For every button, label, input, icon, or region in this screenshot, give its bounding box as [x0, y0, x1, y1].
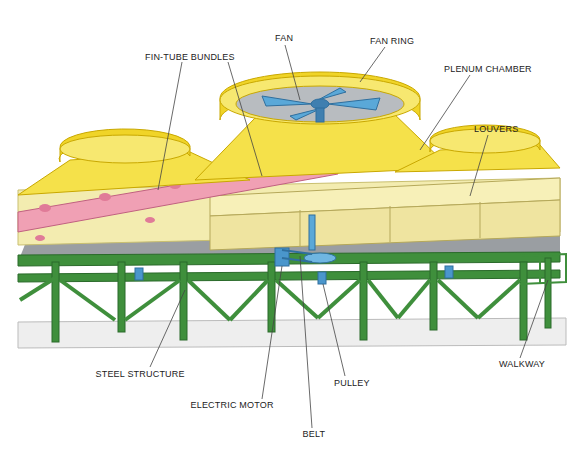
part-label: ELECTRIC MOTOR: [191, 400, 274, 411]
louver-box: [210, 178, 560, 250]
part-label: BELT: [303, 429, 326, 440]
walkway: [520, 254, 566, 284]
fan-drive: [135, 215, 453, 284]
part-label: FAN: [275, 33, 293, 44]
part-label: PULLEY: [334, 378, 370, 389]
fan-blades: [262, 88, 380, 122]
leader-lines: [150, 45, 548, 428]
part-label: FAN RING: [370, 36, 414, 47]
diagonal-bracing: [20, 278, 520, 320]
part-label: STEEL STRUCTURE: [96, 369, 185, 380]
part-label: LOUVERS: [474, 124, 518, 135]
foundation-slab: [18, 318, 566, 348]
part-label: FIN-TUBE BUNDLES: [145, 52, 235, 63]
fan-rings: [59, 72, 540, 163]
part-label: WALKWAY: [499, 359, 545, 370]
part-label: PLENUM CHAMBER: [444, 64, 532, 75]
